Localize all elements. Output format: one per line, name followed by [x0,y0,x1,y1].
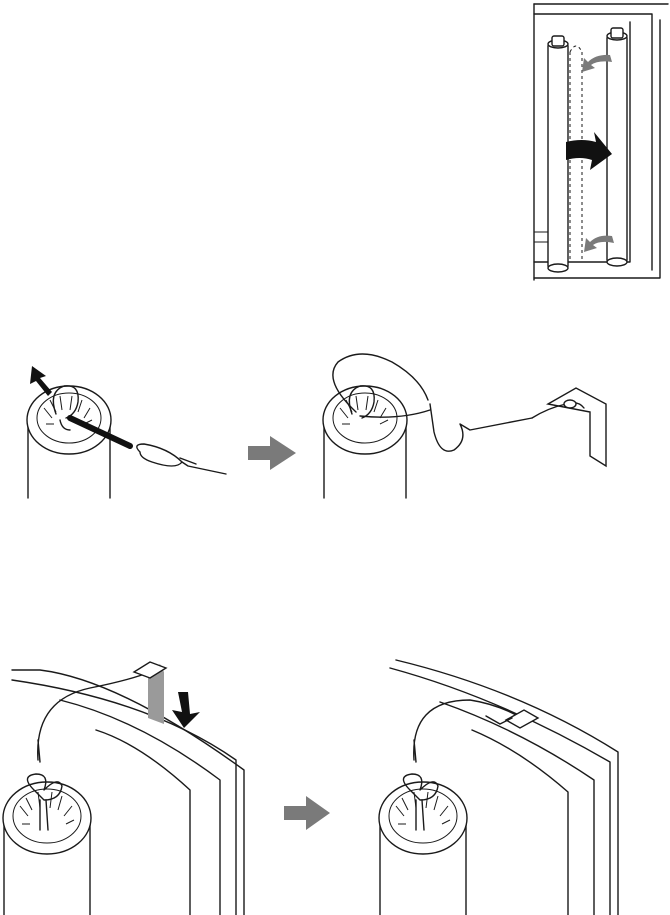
roller-end-left [27,386,130,498]
frame-slot [534,232,548,242]
black-turn-arrow [566,132,612,170]
left-roller [548,36,568,272]
loose-cable [137,444,226,474]
rollers-panel [534,4,668,280]
pull-arrow [30,366,52,396]
step-arrow-2 [284,796,330,830]
hook-bracket-right [379,660,618,915]
down-arrow [172,692,200,728]
roller-end-right [323,354,606,498]
cable-bracket [548,388,606,466]
step-arrow-1 [248,436,296,470]
attach-cable-panel [27,354,606,498]
hook-bracket-left [3,662,244,915]
right-roller [607,28,627,266]
